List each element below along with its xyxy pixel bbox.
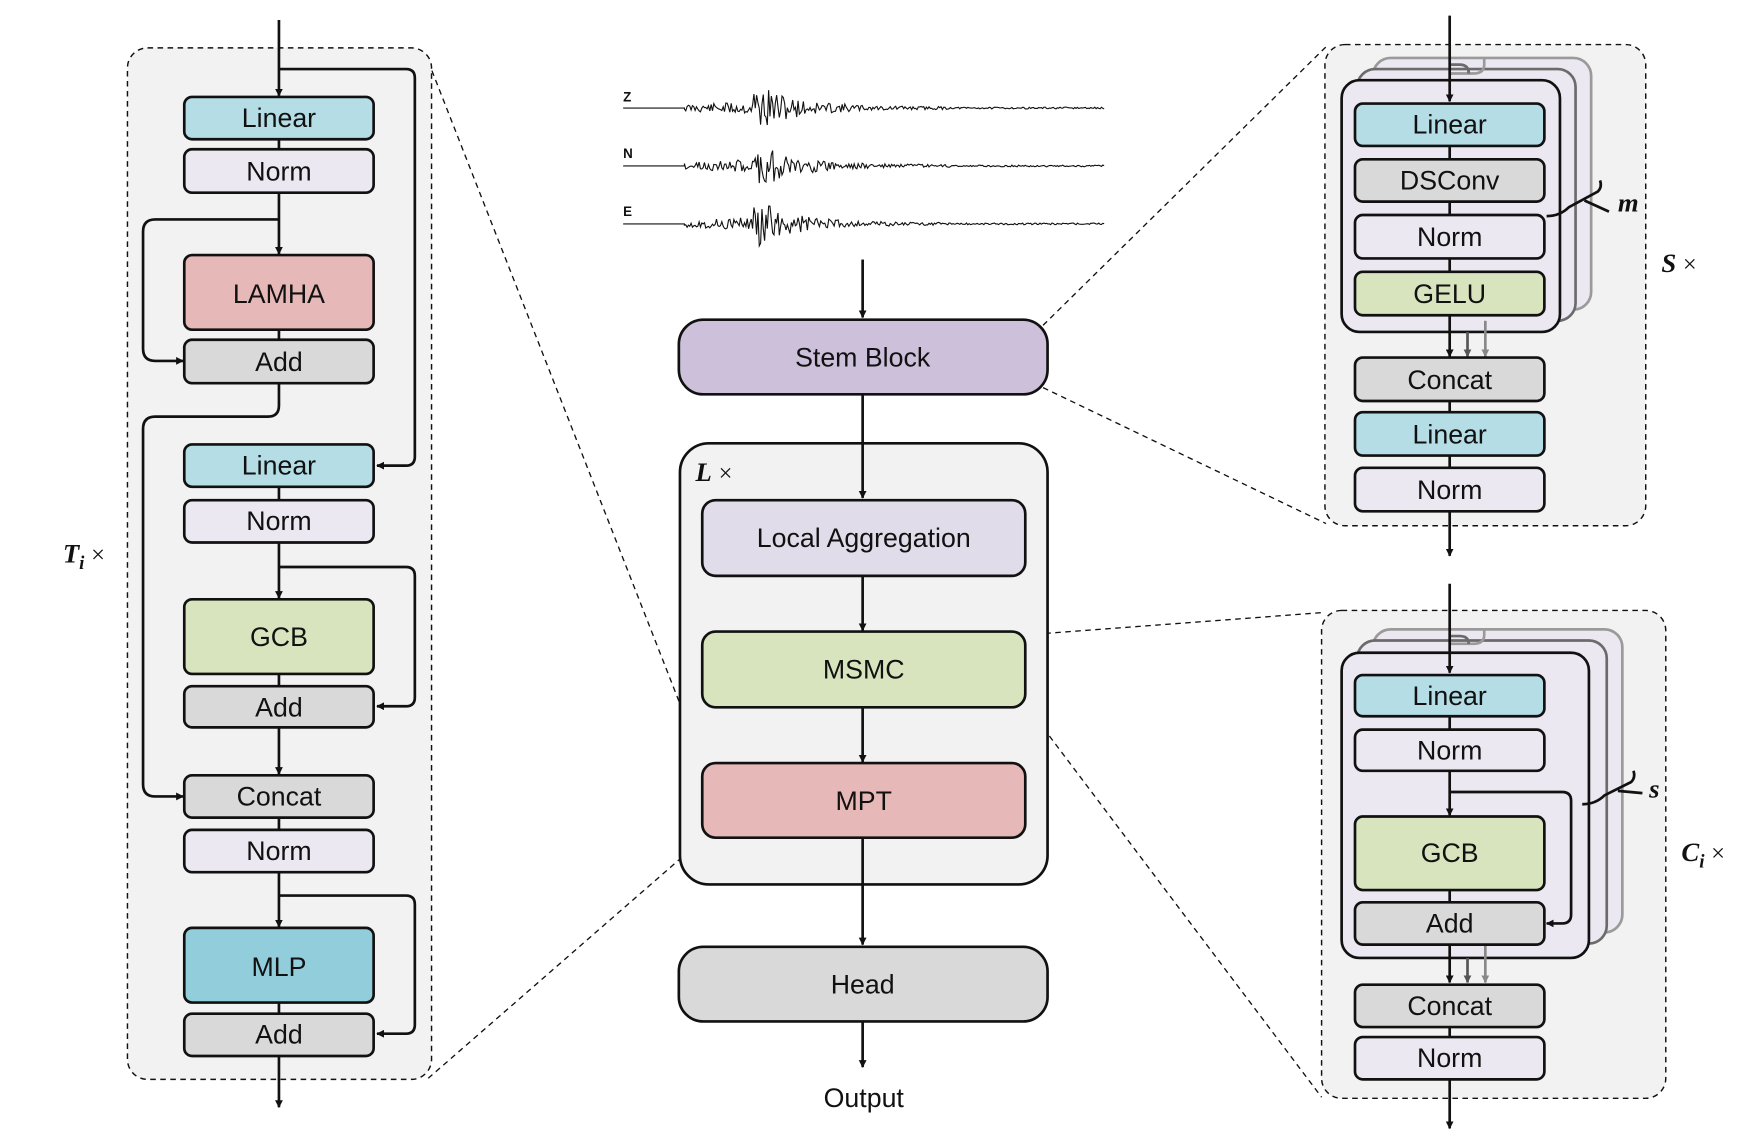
msmc-norm-2-label: Norm [1417,1043,1482,1073]
mpt-gcb-block [182,597,375,676]
stem-dsconv-label: DSConv [1400,165,1500,195]
msmc-concat-label: Concat [1407,991,1492,1021]
mpt-repeat-label: Ti× [63,539,105,575]
mpt-concat-block [182,773,375,819]
stem-branch-label: m [1618,188,1639,218]
stem-block-label: Stem Block [795,342,931,372]
local-aggregation-label: Local Aggregation [757,523,971,553]
mpt-linear-1-block [182,95,375,141]
stem-zoom-line-bottom [1042,387,1327,525]
mpt-norm-3-label: Norm [246,836,311,866]
mpt-add-1-block [182,338,375,385]
stem-gelu-label: GELU [1413,279,1486,309]
mpt-mlp-block [182,926,375,1004]
mpt-norm-2-label: Norm [246,506,311,536]
mpt-label: MPT [836,786,892,816]
msmc-norm-2-block [1353,1035,1546,1081]
msmc-gcb-label: GCB [1421,838,1479,868]
mpt-linear-1-label: Linear [242,103,316,133]
waveform-z [623,90,1105,126]
stem-concat-label: Concat [1407,365,1492,395]
msmc-linear-label: Linear [1413,681,1487,711]
mpt-lamha-label: LAMHA [233,279,325,309]
channel-z-label: Z [623,89,631,104]
mpt-block [700,761,1027,840]
msmc-norm-block [1353,728,1546,773]
mpt-linear-2-block [182,443,375,489]
mpt-linear-2-label: Linear [242,451,316,481]
msmc-branch-label: s [1648,774,1659,804]
local-aggregation-block [700,498,1027,578]
msmc-zoom-line-top [1025,611,1322,636]
mpt-zoom-line-bottom [427,837,705,1079]
msmc-concat-block [1353,983,1546,1029]
stem-linear-2-label: Linear [1413,419,1487,449]
stem-linear-block [1353,102,1546,148]
mpt-gcb-label: GCB [250,622,308,652]
stem-branch-brace [1546,180,1610,218]
mpt-add-3-label: Add [255,1020,303,1050]
stem-norm-block [1353,213,1546,260]
mpt-concat-label: Concat [237,781,322,811]
zoom-connectors [427,46,1327,1098]
stem-norm-label: Norm [1417,222,1482,252]
msmc-repeat-label: Ci× [1681,837,1725,873]
mpt-add-2-label: Add [255,692,303,722]
mpt-zoom-line-top [427,61,706,767]
seismic-waveforms: Z N E [623,89,1105,248]
msmc-gcb-block [1353,815,1546,892]
mpt-mlp-label: MLP [251,952,306,982]
mpt-lamha-block [182,253,375,332]
channel-n-label: N [623,146,633,161]
mpt-add-3-block [182,1012,375,1058]
msmc-add-label: Add [1426,908,1474,938]
mpt-norm-1-label: Norm [246,156,311,186]
stem-linear-label: Linear [1413,110,1487,140]
msmc-label: MSMC [823,654,905,684]
waveform-n [623,150,1105,184]
stem-norm-2-label: Norm [1417,475,1482,505]
waveform-e [623,205,1105,248]
msmc-branch-brace [1582,770,1643,806]
main-repeat-label: L× [695,457,733,487]
msmc-detail-panel: Linear Norm GCB Add Concat Norm s Ci× [1320,583,1725,1130]
stem-gelu-block [1353,270,1546,317]
msmc-linear-block [1353,673,1546,718]
main-pipeline: Z N E L× Stem Block Local Aggregation MS… [623,89,1105,1113]
msmc-zoom-line-bottom [1024,703,1323,1098]
stem-zoom-line-top [1042,46,1327,326]
head-block [677,945,1049,1023]
mpt-norm-2-block [182,498,375,544]
msmc-norm-label: Norm [1417,736,1482,766]
stem-block [677,318,1049,396]
channel-e-label: E [623,204,632,219]
head-label: Head [831,970,895,1000]
stem-dsconv-block [1353,157,1546,203]
stem-detail-panel: Linear DSConv Norm GELU Concat Linear No… [1324,15,1697,557]
stem-repeat-label: S× [1661,248,1696,278]
msmc-add-block [1353,900,1546,946]
stem-linear-2-block [1353,410,1546,457]
msmc-block [700,630,1027,709]
mpt-norm-3-block [182,828,375,874]
mpt-norm-1-block [182,147,375,195]
stem-concat-block [1353,356,1546,403]
output-label: Output [824,1083,905,1113]
mpt-add-1-label: Add [255,347,303,377]
stem-norm-2-block [1353,466,1546,513]
mpt-add-2-block [182,684,375,729]
mpt-detail-panel: Linear Norm LAMHA Add Linear Norm GCB Ad… [63,20,433,1109]
